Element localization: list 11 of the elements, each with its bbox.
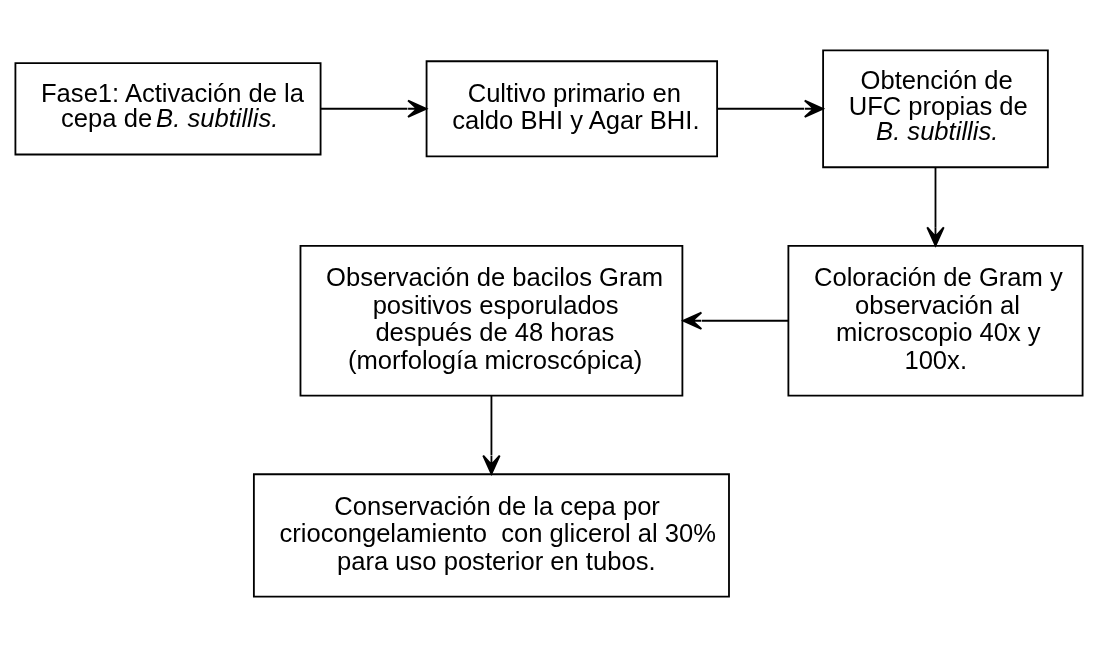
node-box: Conservación de la cepa por criocongelamiento con glicerol al 30% para uso posterior en tubos. <box>252 472 730 598</box>
arrow <box>482 394 501 475</box>
arrow <box>926 166 945 247</box>
arrow <box>682 311 790 330</box>
arrow <box>716 99 824 118</box>
node-box: Obtención de UFC propias de B. subtillis. <box>822 48 1049 168</box>
node-box: Observación de bacilos Gram positivos esporulados después de 48 horas (morfología microscópica) <box>299 244 684 397</box>
node-box: Cultivo primario en caldo BHI y Agar BHI. <box>425 59 719 157</box>
node-box: Coloración de Gram y observación al microscopio 40x y 100x. <box>787 244 1084 397</box>
arrow <box>320 99 428 118</box>
node-box: Fase1: Activación de la cepa de B. subtillis. <box>14 61 322 155</box>
